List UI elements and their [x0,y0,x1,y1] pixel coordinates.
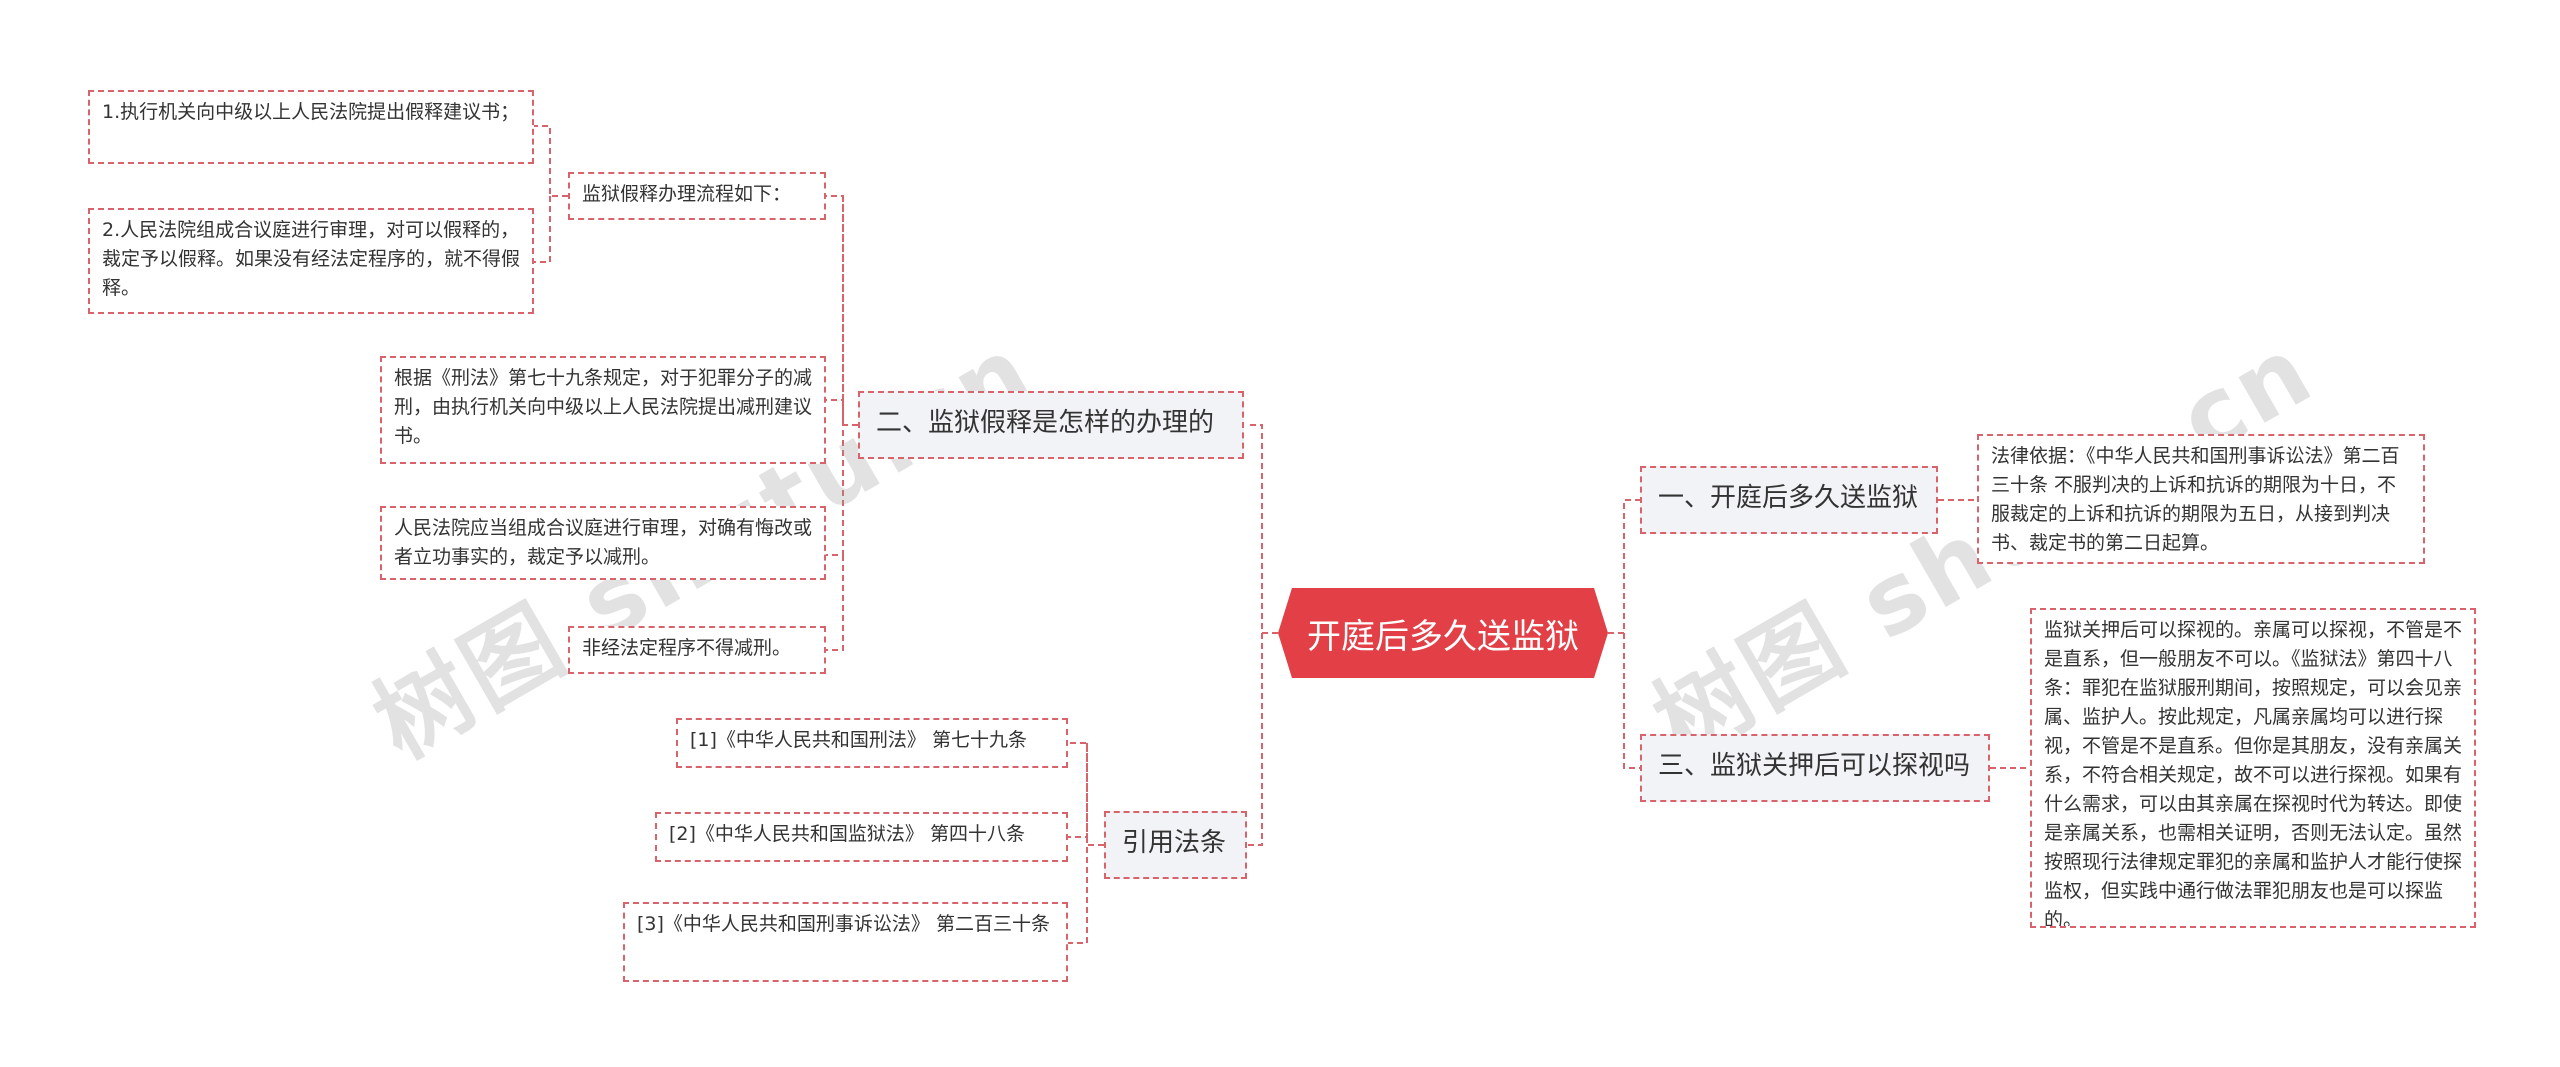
root-topic[interactable]: 开庭后多久送监狱 [1278,588,1608,678]
branch-cited-laws[interactable]: 引用法条 [1104,811,1247,879]
branch-parole-process[interactable]: 二、监狱假释是怎样的办理的 [858,391,1244,459]
leaf-cited-law-2[interactable]: [2]《中华人民共和国监狱法》 第四十八条 [655,812,1068,862]
leaf-no-commutation[interactable]: 非经法定程序不得减刑。 [568,626,826,674]
leaf-legal-basis[interactable]: 法律依据：《中华人民共和国刑事诉讼法》第二百三十条 不服判决的上诉和抗诉的期限为… [1977,434,2425,564]
branch-when-sent-to-prison[interactable]: 一、开庭后多久送监狱 [1640,466,1938,534]
leaf-cited-law-3[interactable]: [3]《中华人民共和国刑事诉讼法》 第二百三十条 [623,902,1068,982]
leaf-visit-explanation[interactable]: 监狱关押后可以探视的。亲属可以探视，不管是不是直系，但一般朋友不可以。《监狱法》… [2030,608,2476,928]
leaf-parole-step-2[interactable]: 2.人民法院组成合议庭进行审理，对可以假释的，裁定予以假释。如果没有经法定程序的… [88,208,534,314]
leaf-parole-step-1[interactable]: 1.执行机关向中级以上人民法院提出假释建议书； [88,90,534,164]
leaf-cited-law-1[interactable]: [1]《中华人民共和国刑法》 第七十九条 [676,718,1068,768]
leaf-parole-flow[interactable]: 监狱假释办理流程如下： [568,172,826,220]
leaf-court-review[interactable]: 人民法院应当组成合议庭进行审理，对确有悔改或者立功事实的，裁定予以减刑。 [380,506,826,580]
branch-prison-visit[interactable]: 三、监狱关押后可以探视吗 [1640,734,1990,802]
leaf-criminal-law-79[interactable]: 根据《刑法》第七十九条规定，对于犯罪分子的减刑，由执行机关向中级以上人民法院提出… [380,356,826,464]
